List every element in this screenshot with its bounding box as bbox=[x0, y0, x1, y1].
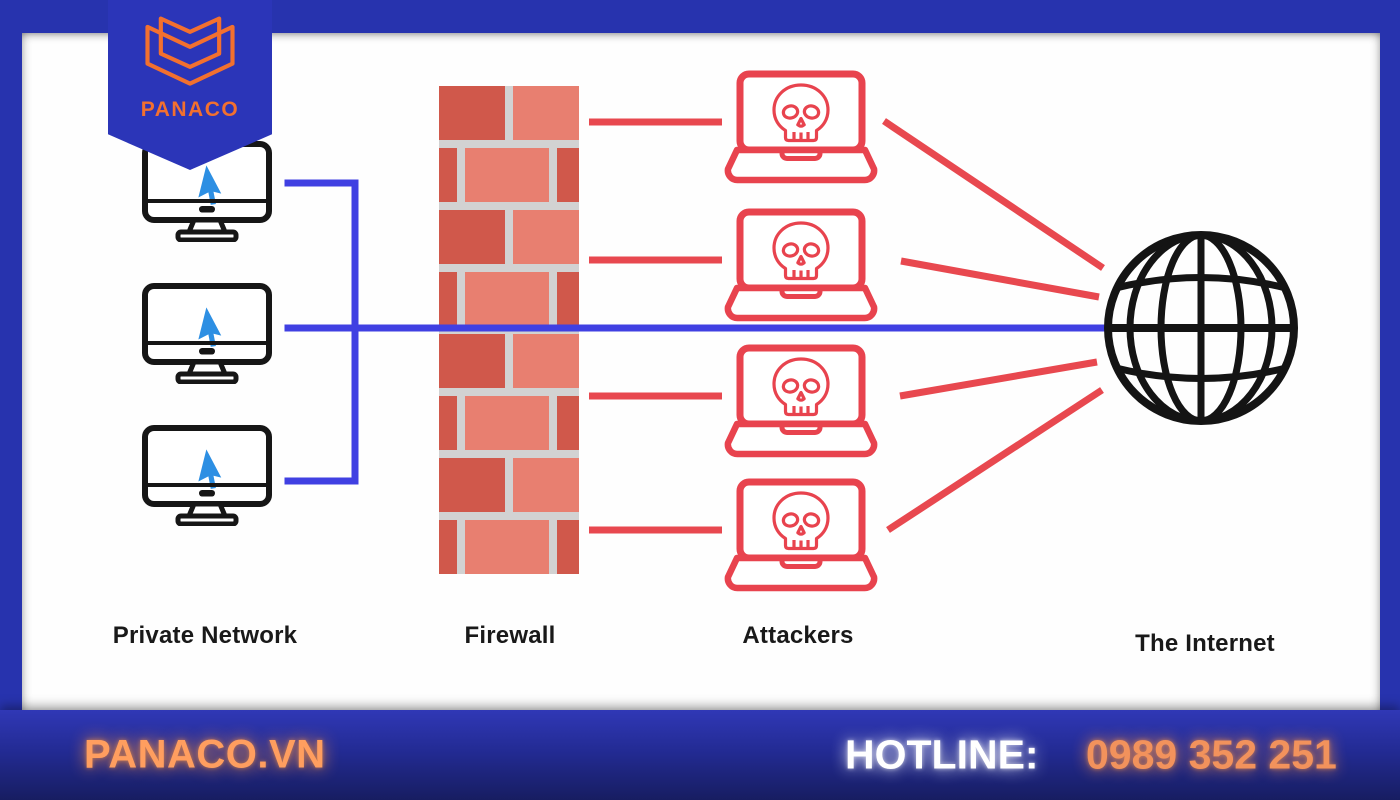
brick bbox=[439, 86, 505, 140]
brick bbox=[557, 272, 579, 326]
book-logo-icon bbox=[145, 16, 235, 86]
hotline-number[interactable]: 0989 352 251 bbox=[1086, 731, 1337, 778]
attacker-laptop-skull-icon bbox=[723, 70, 879, 184]
brick-row bbox=[439, 148, 579, 202]
brick bbox=[439, 272, 457, 326]
attacker-laptop-skull-icon bbox=[723, 478, 879, 592]
brick bbox=[513, 86, 579, 140]
globe-icon bbox=[1104, 231, 1298, 425]
brick-row bbox=[439, 272, 579, 326]
brick bbox=[439, 396, 457, 450]
brick bbox=[557, 520, 579, 574]
hotline-label: HOTLINE: bbox=[845, 731, 1039, 778]
label-firewall: Firewall bbox=[464, 622, 556, 649]
attacker-laptop-skull-icon bbox=[723, 344, 879, 458]
firewall-wall-icon bbox=[439, 86, 579, 574]
brick-row bbox=[439, 458, 579, 512]
brick bbox=[439, 148, 457, 202]
brick bbox=[557, 148, 579, 202]
brick bbox=[513, 210, 579, 264]
brick bbox=[557, 396, 579, 450]
brick-row bbox=[439, 520, 579, 574]
monitor-icon bbox=[141, 282, 273, 384]
brick-row bbox=[439, 210, 579, 264]
website-link[interactable]: PANACO.VN bbox=[84, 732, 326, 777]
label-private-network: Private Network bbox=[112, 622, 298, 649]
brick bbox=[439, 334, 505, 388]
brick-row bbox=[439, 86, 579, 140]
brick bbox=[513, 458, 579, 512]
brick bbox=[465, 148, 549, 202]
brand-badge: PANACO bbox=[108, 0, 272, 170]
brick bbox=[465, 520, 549, 574]
brick bbox=[439, 520, 457, 574]
label-internet: The Internet bbox=[1135, 630, 1275, 657]
brick-row bbox=[439, 334, 579, 388]
brick bbox=[439, 458, 505, 512]
brick bbox=[465, 272, 549, 326]
monitor-icon bbox=[141, 424, 273, 526]
brick-row bbox=[439, 396, 579, 450]
label-attackers: Attackers bbox=[742, 622, 854, 649]
brick bbox=[465, 396, 549, 450]
attacker-laptop-skull-icon bbox=[723, 208, 879, 322]
brick bbox=[439, 210, 505, 264]
bottom-bar: PANACO.VN HOTLINE: 0989 352 251 bbox=[0, 710, 1400, 800]
brand-logo-text: PANACO bbox=[140, 98, 240, 121]
brick bbox=[513, 334, 579, 388]
